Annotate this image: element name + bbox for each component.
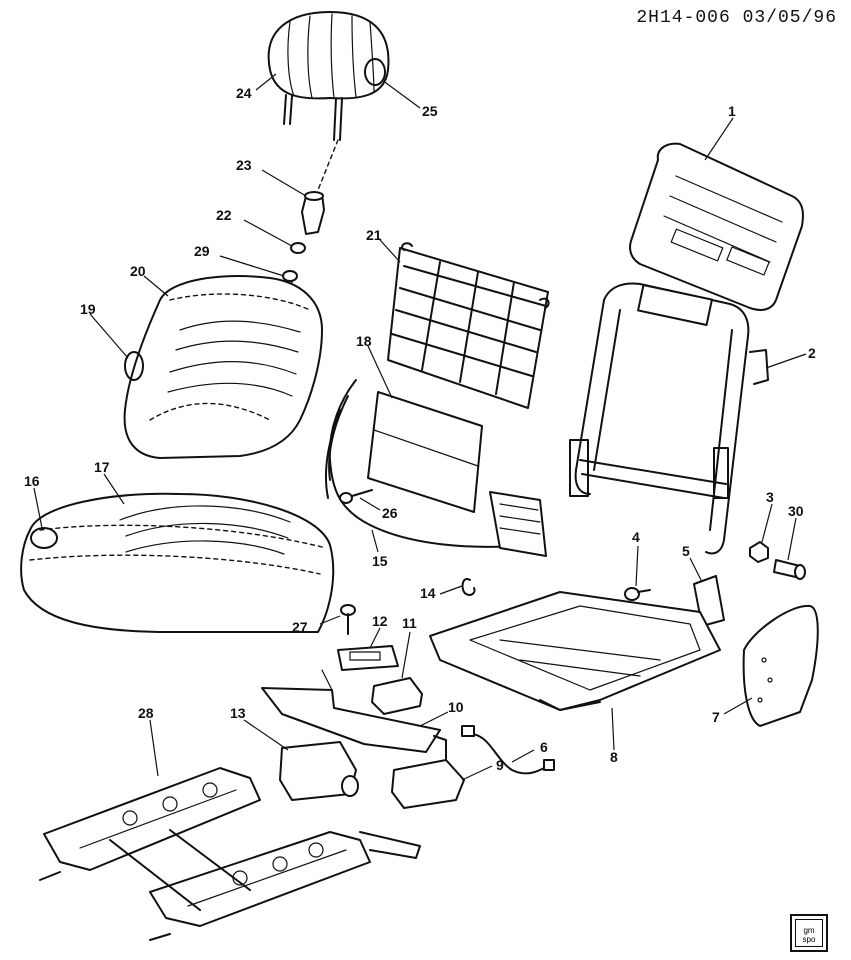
logo-line-1: gm	[803, 926, 815, 935]
callout-12: 12	[372, 613, 388, 629]
callout-27: 27	[292, 619, 308, 635]
callout-17: 17	[94, 459, 110, 475]
harness-6	[461, 725, 555, 775]
callout-9: 9	[496, 757, 504, 773]
callout-23: 23	[236, 157, 252, 173]
seat-back-cover	[123, 275, 323, 459]
seat-motor	[279, 741, 359, 801]
side-shield	[742, 604, 819, 727]
cushion-fabric-swatch	[30, 527, 58, 549]
callout-4: 4	[632, 529, 640, 545]
seat-pan-frame	[429, 591, 721, 711]
clip-14	[461, 578, 476, 596]
headrest-guide	[301, 191, 325, 235]
logo-line-2: spo	[802, 935, 816, 944]
callout-11: 11	[402, 615, 417, 631]
callout-15: 15	[372, 553, 388, 569]
callouts: 1 2 3 4 5 6 7 8 9 10 11 12 13 14 15 16 1	[24, 73, 816, 781]
callout-3: 3	[766, 489, 774, 505]
switch-bracket	[261, 669, 441, 753]
seat-back-panel	[629, 142, 804, 311]
callout-6: 6	[540, 739, 548, 755]
headrest-fabric-swatch	[364, 58, 386, 86]
callout-26: 26	[382, 505, 398, 521]
callout-2: 2	[808, 345, 816, 361]
callout-8: 8	[610, 749, 618, 765]
callout-10: 10	[448, 699, 464, 715]
callout-28: 28	[138, 705, 154, 721]
gm-spo-logo: gm spo	[790, 914, 828, 952]
callout-30: 30	[788, 503, 804, 519]
wiring-harness	[324, 379, 547, 557]
callout-18: 18	[356, 333, 372, 349]
spring-panel	[387, 242, 550, 409]
bolt-30	[773, 559, 806, 580]
callout-14: 14	[420, 585, 436, 601]
seat-cushion	[20, 492, 335, 633]
callout-22: 22	[216, 207, 232, 223]
callout-7: 7	[712, 709, 720, 725]
callout-1: 1	[728, 103, 736, 119]
callout-19: 19	[80, 301, 96, 317]
screw-26	[339, 489, 373, 504]
callout-20: 20	[130, 263, 146, 279]
callout-5: 5	[682, 543, 690, 559]
callout-29: 29	[194, 243, 210, 259]
callout-13: 13	[230, 705, 246, 721]
back-fabric-swatch	[124, 351, 144, 381]
bolt-4	[624, 587, 651, 601]
seat-back-frame	[569, 282, 769, 555]
switch-module	[371, 677, 423, 715]
seat-switch	[337, 645, 399, 671]
lumbar-pad	[367, 391, 483, 513]
callout-21: 21	[366, 227, 382, 243]
control-module	[391, 735, 465, 809]
seat-adjuster	[39, 767, 421, 941]
callout-16: 16	[24, 473, 40, 489]
diagram-code: 2H14-006 03/05/96	[636, 8, 837, 28]
nut-3	[749, 541, 769, 563]
headrest	[267, 11, 390, 191]
callout-25: 25	[422, 103, 438, 119]
screw-27	[340, 604, 356, 635]
callout-24: 24	[236, 85, 252, 101]
